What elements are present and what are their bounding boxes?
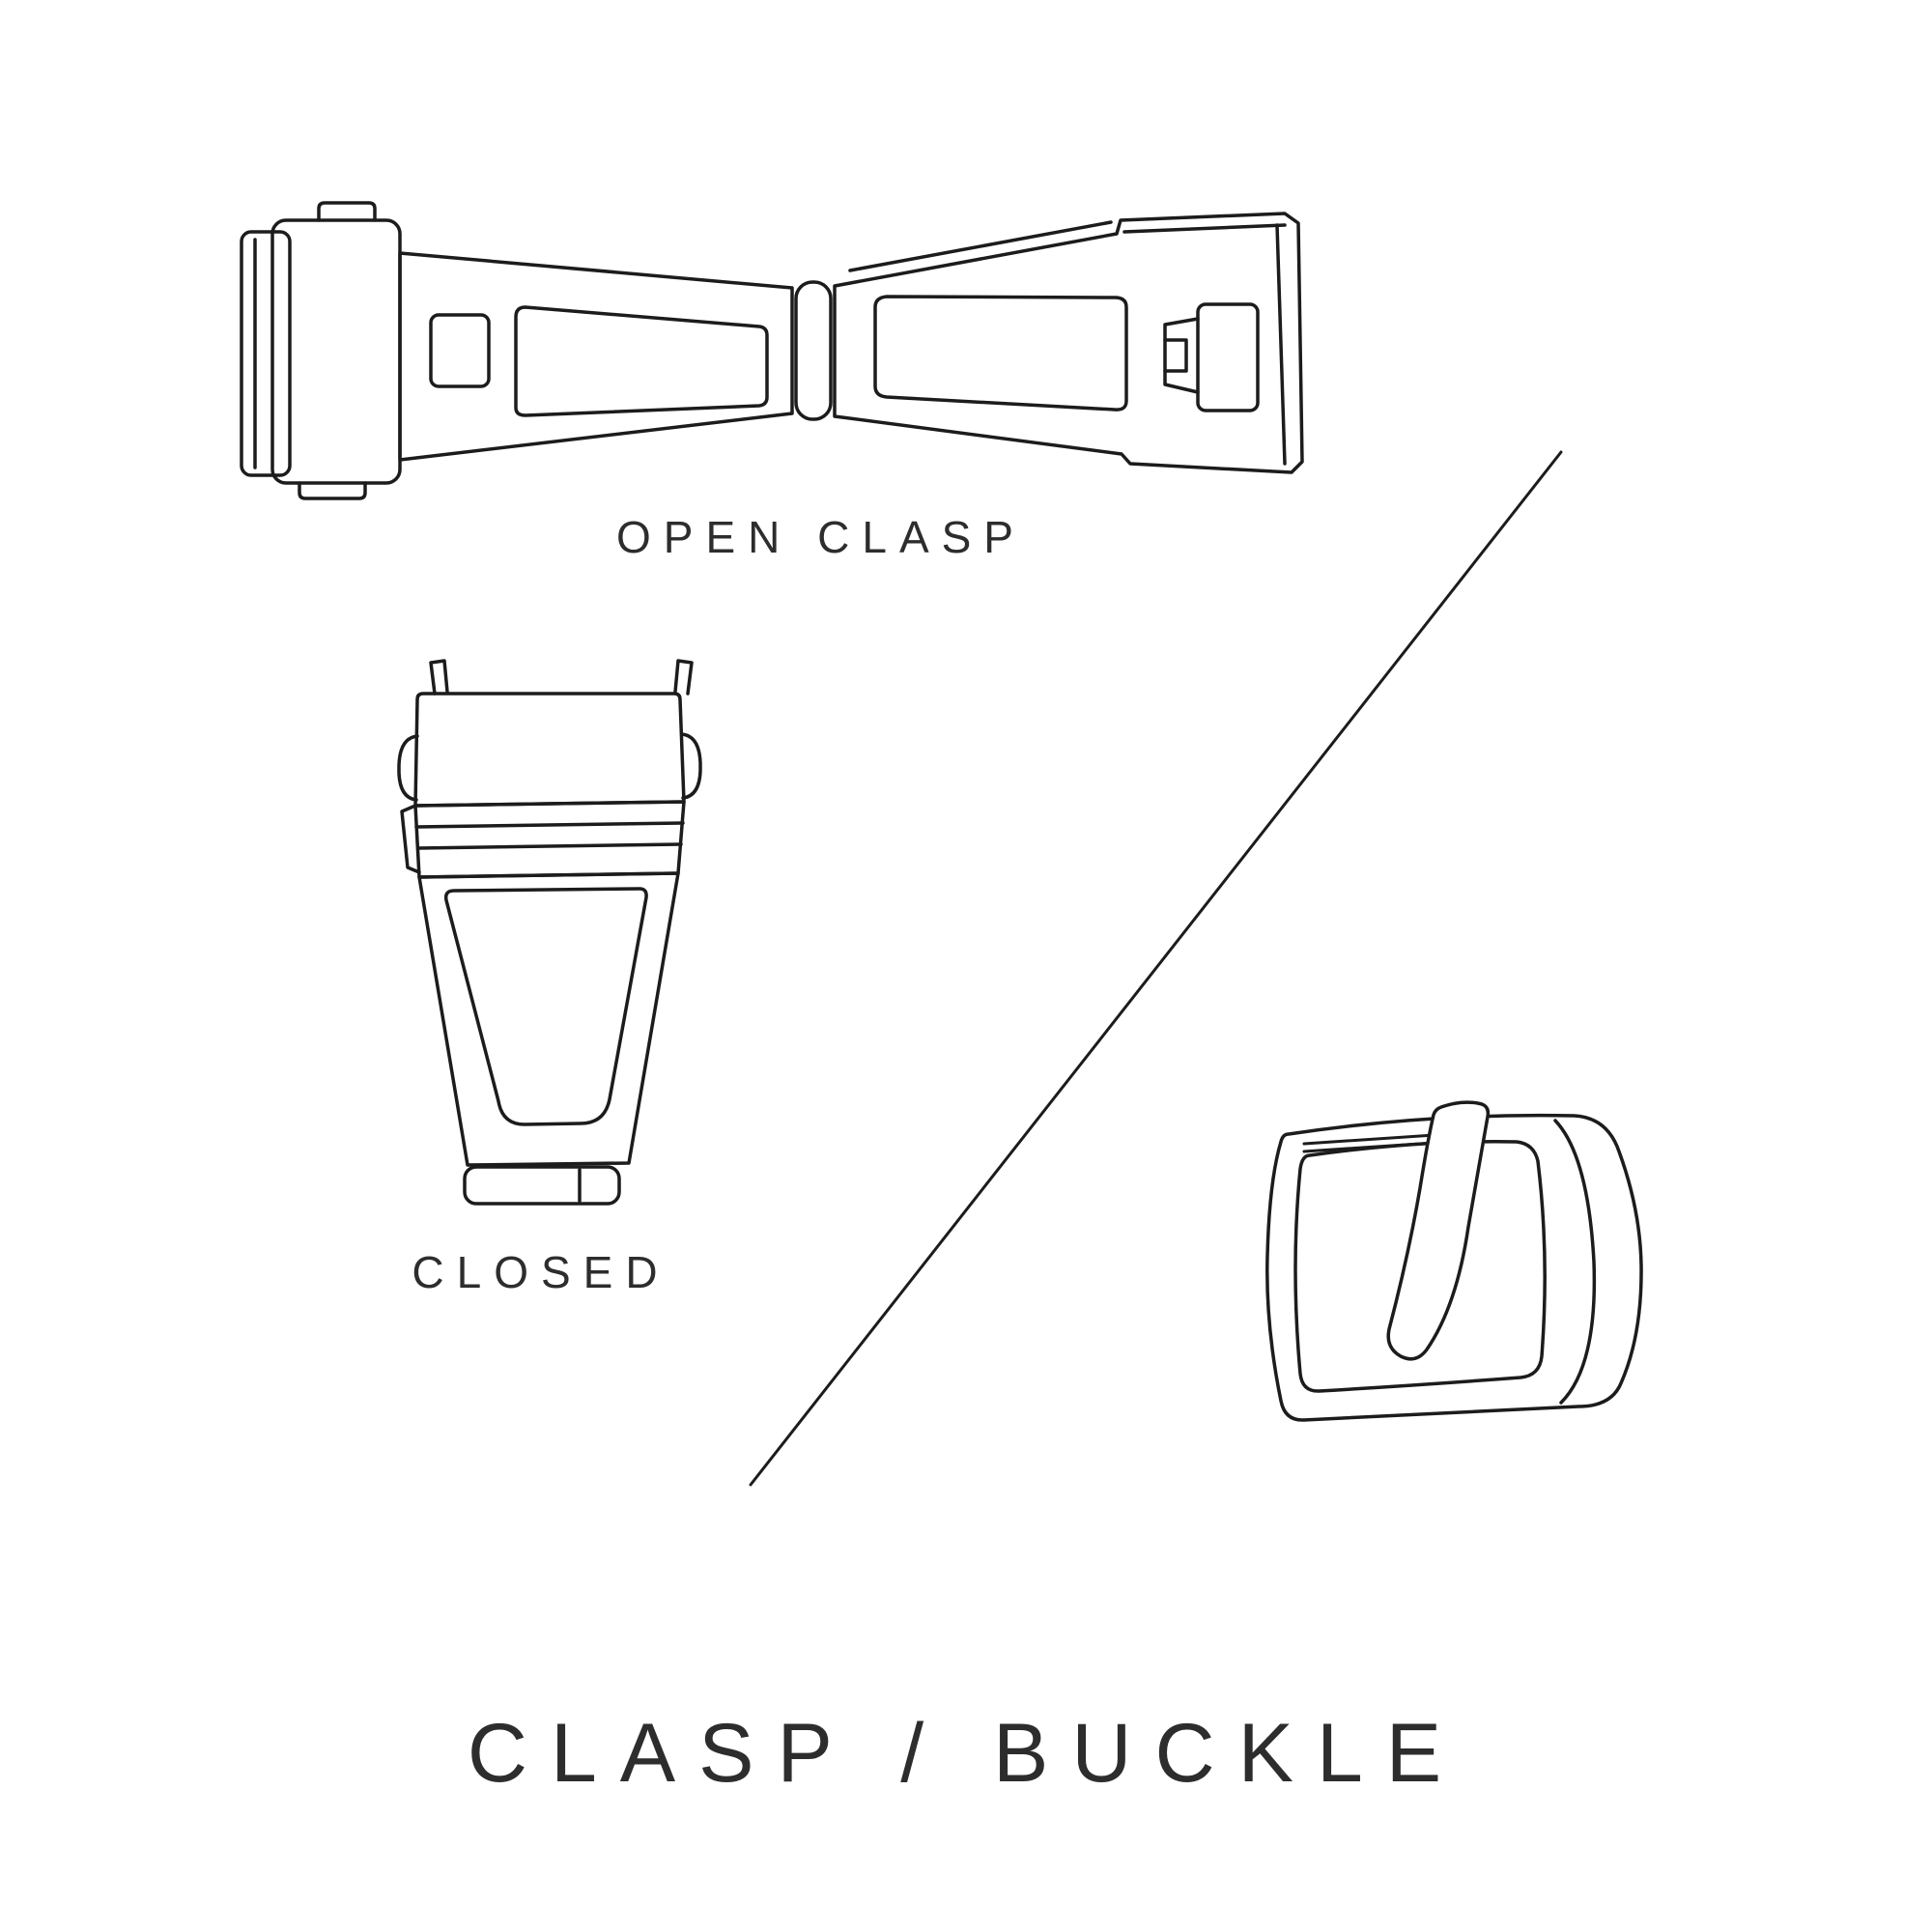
buckle-illustration: [1265, 1100, 1643, 1422]
closed-clasp-label: CLOSED: [412, 1247, 670, 1297]
closed-clasp-illustration: [397, 659, 702, 1206]
open-clasp-illustration: [240, 201, 1304, 500]
diagonal-divider: [749, 450, 1563, 1487]
open-clasp-label: OPEN CLASP: [616, 512, 1026, 562]
page-title: CLASP / BUCKLE: [467, 1707, 1465, 1800]
